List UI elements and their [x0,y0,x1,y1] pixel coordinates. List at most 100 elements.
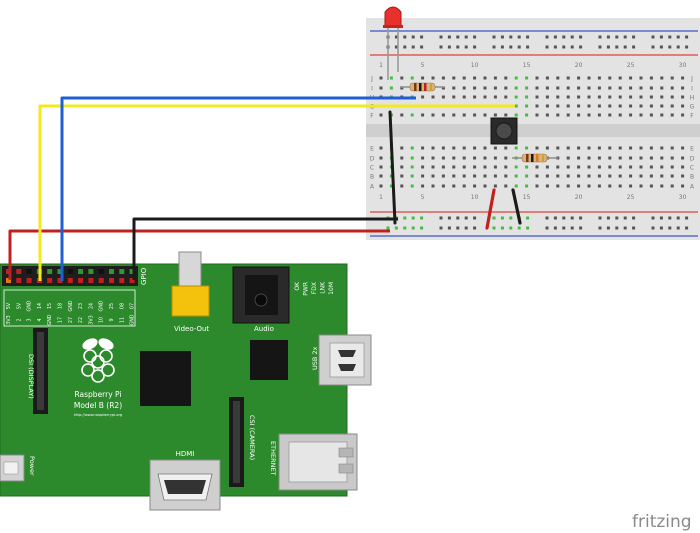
hdmi-label: HDMI [176,450,195,458]
breadboard-hole [618,76,622,80]
gpio-bottom-label: GND [47,314,53,325]
breadboard-hole [597,165,601,169]
row-letter: C [370,165,374,172]
rail-hole [570,226,574,230]
breadboard-hole [431,174,435,178]
rail-hole [420,35,424,39]
gpio-pin [67,269,73,274]
breadboard-hole [618,165,622,169]
breadboard-hole [660,113,664,117]
resistor-2 [512,153,558,163]
breadboard-hole [597,146,601,150]
breadboard-hole [535,76,539,80]
breadboard-hole [577,156,581,160]
row-letter: F [690,113,694,120]
breadboard-hole [379,184,383,188]
logo-url: http://www.raspberrypi.org [74,413,122,417]
breadboard-hole [379,86,383,90]
breadboard-hole [389,86,393,90]
rail-hole [500,216,504,220]
breadboard-hole [504,156,508,160]
breadboard-hole [410,165,414,169]
breadboard-hole [670,104,674,108]
gpio-pin [78,269,84,274]
rail-hole [492,226,496,230]
breadboard-hole [587,76,591,80]
breadboard-hole [545,184,549,188]
breadboard-hole [441,113,445,117]
breadboard-hole [587,86,591,90]
breadboard-hole [441,156,445,160]
breadboard-hole [618,95,622,99]
breadboard-hole [618,86,622,90]
breadboard-hole [670,165,674,169]
rail-hole [579,35,583,39]
ethernet-label: ETHERNET [269,441,277,476]
breadboard-hole [566,104,570,108]
row-letter: I [371,86,373,93]
breadboard-hole [400,165,404,169]
breadboard-hole [670,95,674,99]
gpio-pin [67,278,73,283]
breadboard-hole [639,174,643,178]
column-number: 1 [379,194,383,201]
breadboard-hole [587,113,591,117]
breadboard-hole [587,184,591,188]
breadboard-hole [597,113,601,117]
row-letter: B [370,174,374,181]
breadboard-hole [608,113,612,117]
breadboard-hole [431,156,435,160]
breadboard-hole [389,76,393,80]
breadboard-hole [525,104,529,108]
breadboard-hole [660,146,664,150]
rail-hole [651,226,655,230]
breadboard-hole [577,104,581,108]
breadboard-hole [660,95,664,99]
rail-hole [526,35,530,39]
rail-hole [386,226,390,230]
breadboard-hole [618,113,622,117]
breadboard-hole [410,174,414,178]
column-number: 30 [679,62,687,69]
wire-blue-gpio [60,96,416,281]
rail-hole [545,226,549,230]
breadboard-hole [660,86,664,90]
rail-hole [623,35,627,39]
breadboard-hole [608,146,612,150]
rail-hole [500,226,504,230]
rail-hole [632,216,636,220]
rail-hole [403,45,407,49]
breadboard-hole [577,113,581,117]
breadboard-hole [670,156,674,160]
gpio-pins [6,269,135,283]
breadboard-hole [452,156,456,160]
rail-hole [562,45,566,49]
rail-hole [464,35,468,39]
gpio-pin [57,278,63,283]
breadboard-hole [618,146,622,150]
breadboard-hole [608,86,612,90]
breadboard-hole [670,146,674,150]
breadboard-hole [681,86,685,90]
rail-hole [685,216,689,220]
rail-hole [606,226,610,230]
breadboard-hole [400,146,404,150]
gpio-pin [119,278,125,283]
breadboard-hole [431,95,435,99]
breadboard-hole [566,86,570,90]
breadboard-hole [493,146,497,150]
rail-hole [615,216,619,220]
breadboard-hole [400,86,404,90]
jumper-wire-black [388,110,397,225]
breadboard-hole [493,95,497,99]
rail-hole [632,226,636,230]
resistor-band [526,154,529,162]
breadboard-hole [525,184,529,188]
rail-hole [659,226,663,230]
breadboard-hole [649,76,653,80]
breadboard-hole [452,174,456,178]
rail-hole [615,45,619,49]
